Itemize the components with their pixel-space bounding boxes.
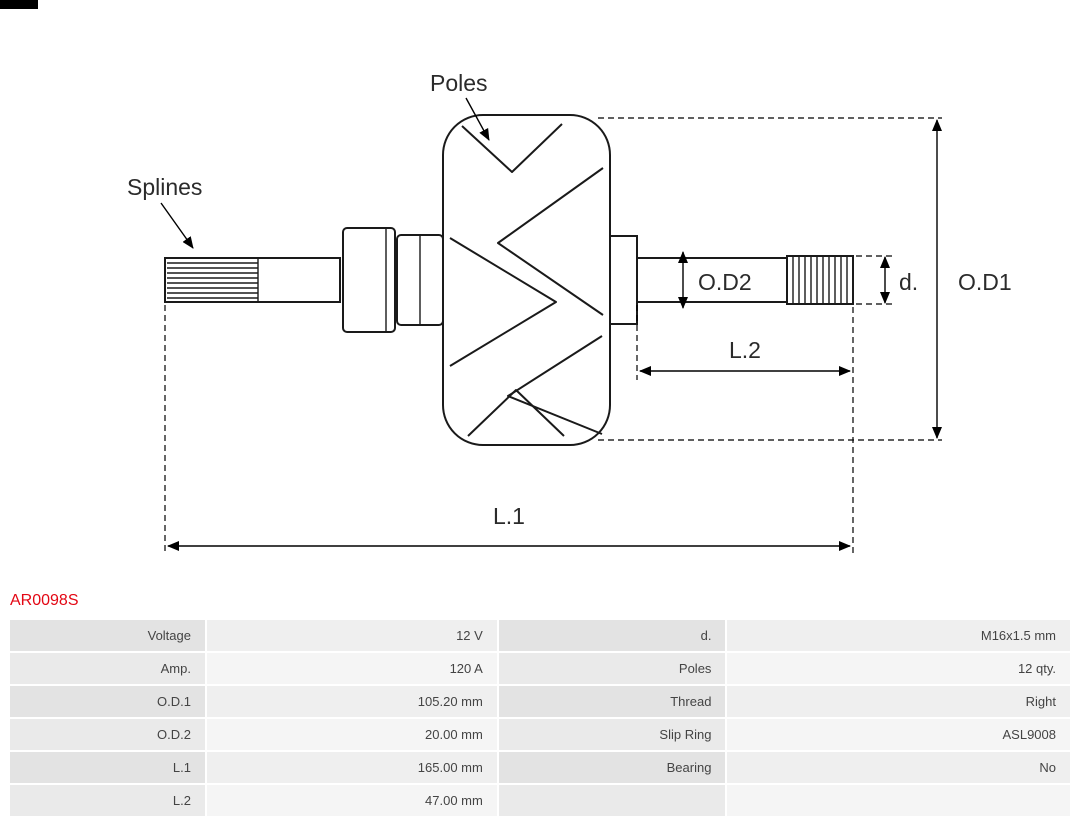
collar-1 — [342, 227, 396, 333]
spec-label: O.D.2 — [10, 719, 205, 750]
spec-label: Thread — [498, 686, 726, 717]
spline-shaft — [164, 257, 341, 303]
spec-label: d. — [498, 620, 726, 651]
table-row: O.D.2 20.00 mm Slip Ring ASL9008 — [10, 719, 1070, 750]
spec-value: 20.00 mm — [206, 719, 497, 750]
label-splines: Splines — [127, 174, 202, 200]
label-d: d. — [899, 269, 918, 295]
label-poles: Poles — [430, 70, 488, 96]
spec-label — [498, 785, 726, 816]
spline-lines — [167, 258, 259, 302]
part-number: AR0098S — [10, 592, 79, 609]
leader-poles — [465, 97, 490, 141]
spec-label: Amp. — [10, 653, 205, 684]
label-od2: O.D2 — [698, 269, 752, 295]
spec-value: Right — [727, 686, 1070, 717]
label-l2: L.2 — [729, 337, 761, 363]
spec-label: L.2 — [10, 785, 205, 816]
spec-label: Bearing — [498, 752, 726, 783]
ring — [609, 235, 638, 325]
thread-lines — [792, 256, 848, 304]
right-shaft — [636, 257, 788, 303]
spec-value: 105.20 mm — [206, 686, 497, 717]
rotor-diagram: O.D1 O.D2 d. L.2 L.1 Poles Splines — [127, 70, 1012, 554]
spec-label: Poles — [498, 653, 726, 684]
leader-splines — [160, 202, 194, 249]
spec-value — [727, 785, 1070, 816]
thread-section — [786, 255, 854, 305]
spec-value: 165.00 mm — [206, 752, 497, 783]
spec-value: ASL9008 — [727, 719, 1070, 750]
label-l1: L.1 — [493, 503, 525, 529]
spec-label: O.D.1 — [10, 686, 205, 717]
pole-body — [442, 114, 611, 446]
spec-label: Voltage — [10, 620, 205, 651]
spec-value: 47.00 mm — [206, 785, 497, 816]
table-row: O.D.1 105.20 mm Thread Right — [10, 686, 1070, 717]
label-od1: O.D1 — [958, 269, 1012, 295]
spec-value: 12 V — [206, 620, 497, 651]
spec-value: No — [727, 752, 1070, 783]
spec-value: M16x1.5 mm — [727, 620, 1070, 651]
spec-value: 120 A — [206, 653, 497, 684]
spec-label: L.1 — [10, 752, 205, 783]
pole-claws — [449, 123, 604, 437]
spec-table: Voltage 12 V d. M16x1.5 mm Amp. 120 A Po… — [8, 618, 1072, 818]
table-row: L.2 47.00 mm — [10, 785, 1070, 816]
spec-label: Slip Ring — [498, 719, 726, 750]
table-row: Voltage 12 V d. M16x1.5 mm — [10, 620, 1070, 651]
top-left-mark — [0, 0, 38, 9]
spec-value: 12 qty. — [727, 653, 1070, 684]
table-row: L.1 165.00 mm Bearing No — [10, 752, 1070, 783]
table-row: Amp. 120 A Poles 12 qty. — [10, 653, 1070, 684]
